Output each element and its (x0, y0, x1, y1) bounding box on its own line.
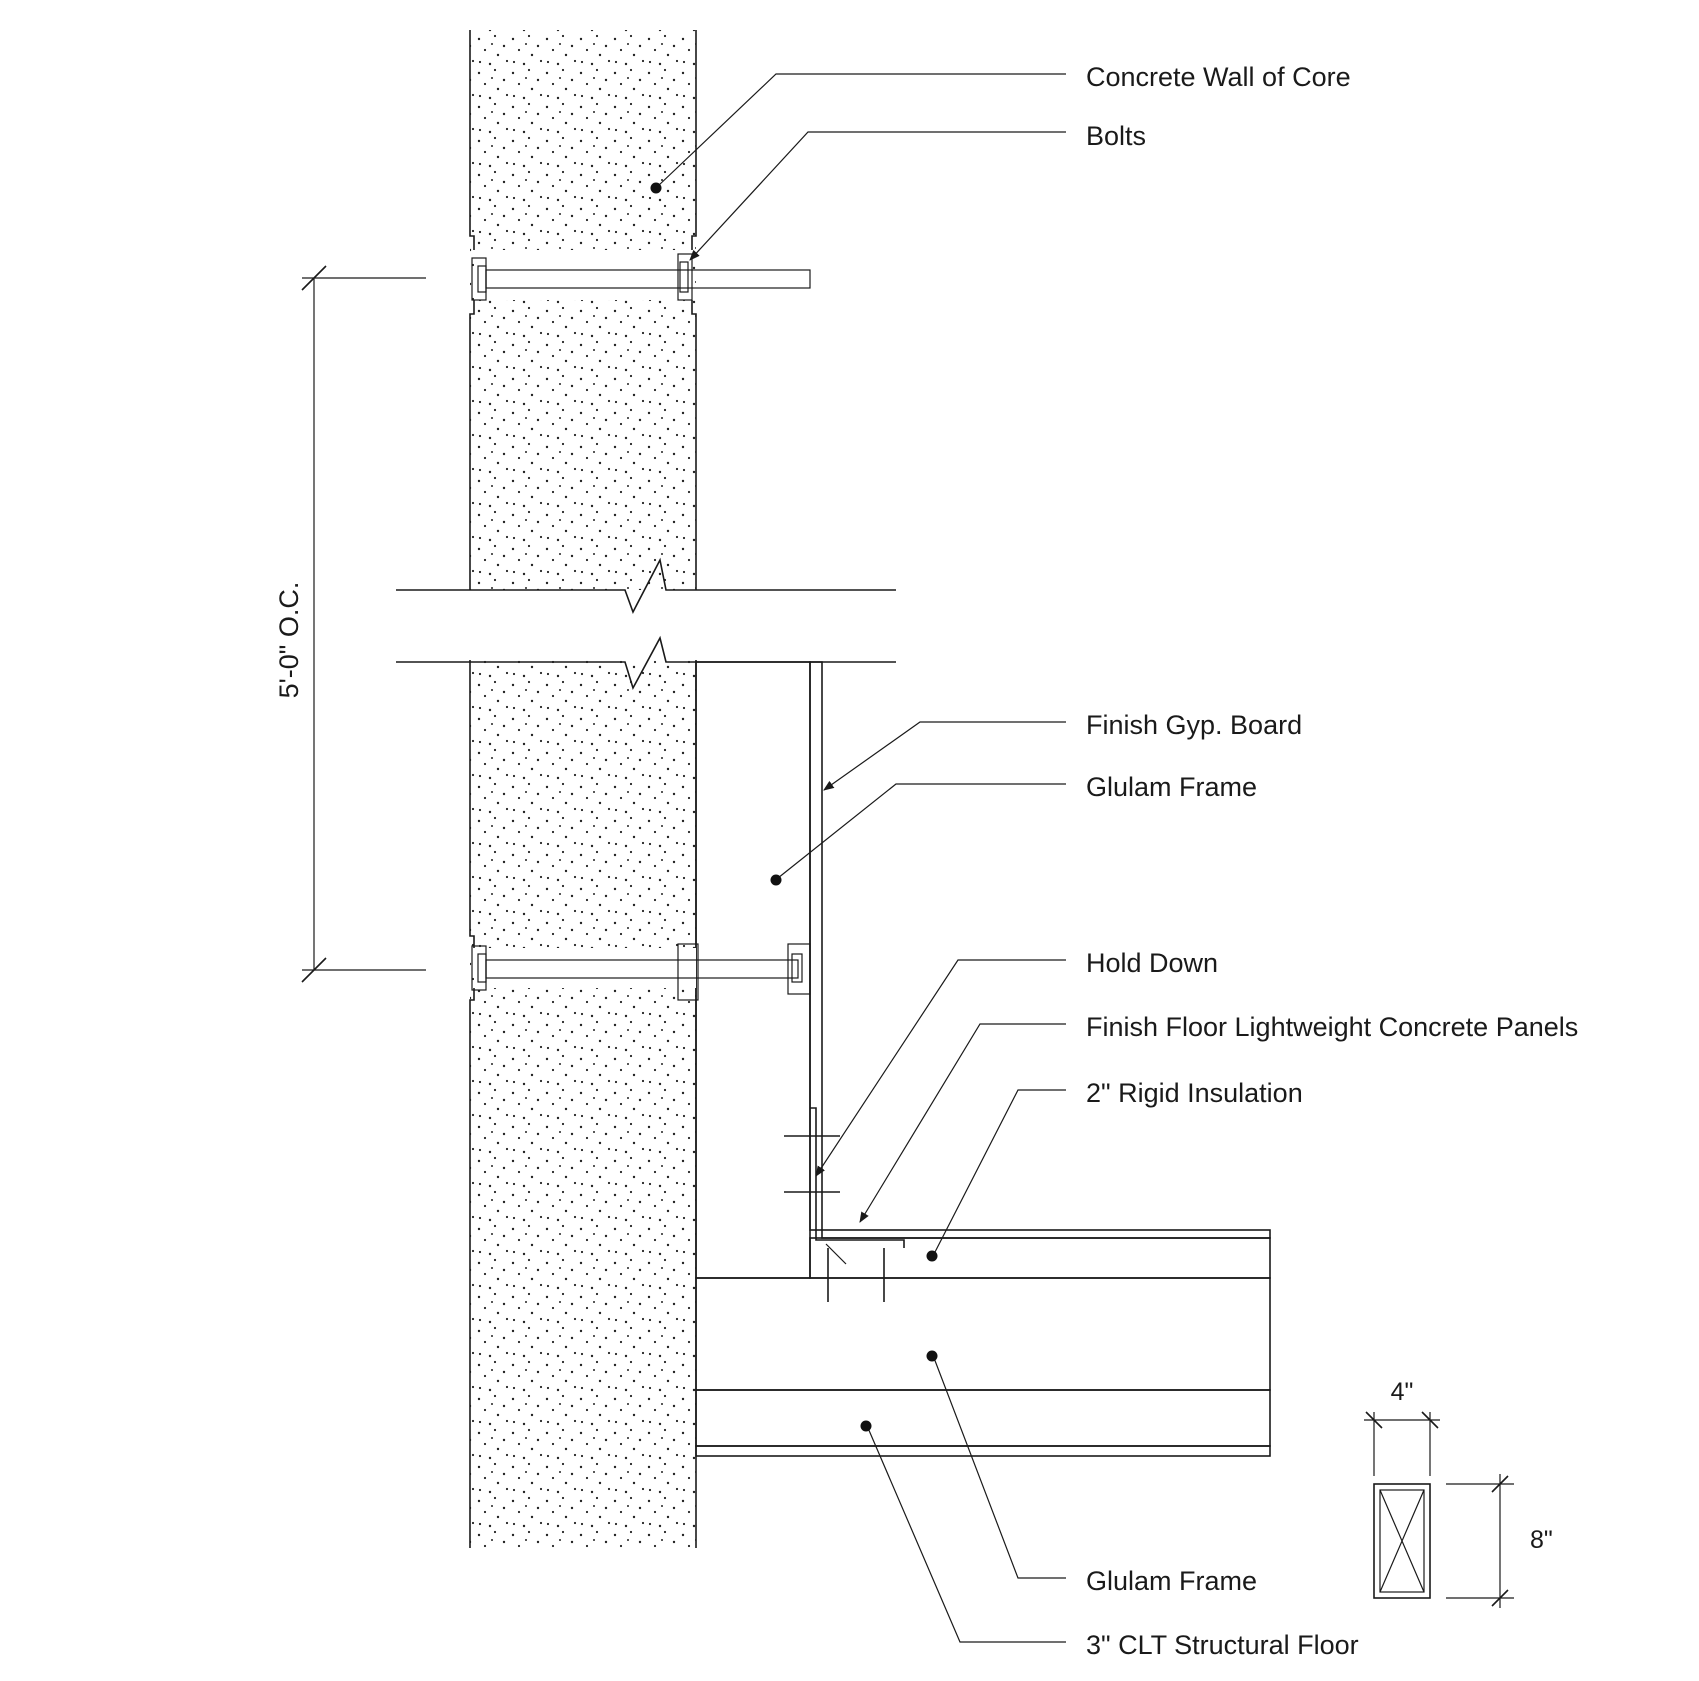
label-concrete-wall: Concrete Wall of Core (1086, 62, 1351, 92)
bolt-upper (471, 250, 811, 301)
bolt-lower (471, 943, 811, 1001)
leaders (650, 73, 1066, 1643)
glulam-wall-frame (695, 661, 823, 1279)
floor-assembly (695, 1229, 1271, 1457)
label-finish-gyp-board: Finish Gyp. Board (1086, 710, 1302, 740)
label-glulam-floor-frame: Glulam Frame (1086, 1566, 1257, 1596)
label-clt-structural-floor: 3" CLT Structural Floor (1086, 1630, 1359, 1660)
break-line (396, 557, 896, 691)
section-width-label: 4" (1391, 1378, 1414, 1406)
spacing-dimension-label: 5'-0" O.C. (274, 582, 304, 699)
label-glulam-wall-frame: Glulam Frame (1086, 772, 1257, 802)
section-height-label: 8" (1530, 1526, 1553, 1554)
label-rigid-insulation: 2" Rigid Insulation (1086, 1078, 1303, 1108)
spacing-dimension (301, 265, 426, 983)
member-section-key (1364, 1411, 1514, 1608)
label-bolts: Bolts (1086, 121, 1146, 151)
hold-down (784, 1107, 905, 1302)
label-hold-down: Hold Down (1086, 948, 1218, 978)
label-finish-floor: Finish Floor Lightweight Concrete Panels (1086, 1012, 1578, 1042)
